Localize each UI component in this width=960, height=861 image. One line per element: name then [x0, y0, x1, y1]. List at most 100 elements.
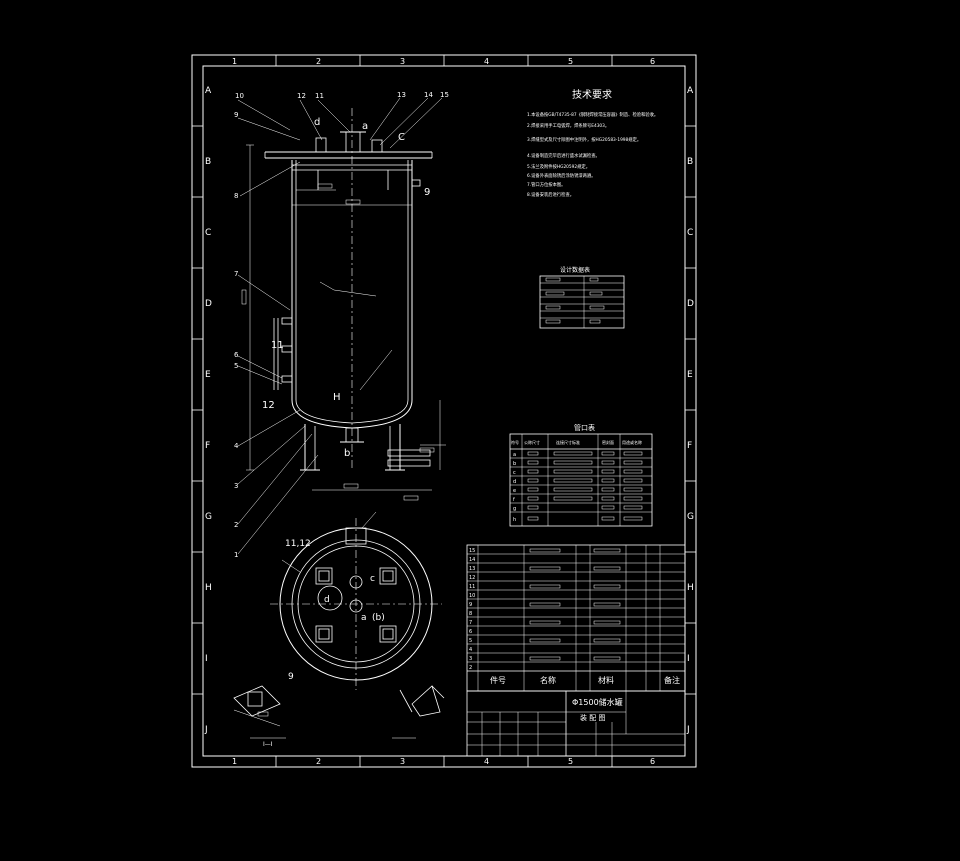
part-leader-label: 15 — [440, 91, 449, 99]
plan-leader-label: c — [370, 574, 375, 584]
row-label-right: H — [687, 583, 694, 593]
design-data-table — [539, 275, 625, 329]
row-label-right: C — [687, 228, 693, 238]
plan-leader-label: (b) — [372, 613, 385, 623]
bom-part-number: 13 — [469, 566, 475, 572]
bom-header: 材料 — [598, 675, 614, 685]
nozzle-leader-label: b — [344, 448, 350, 459]
detail-view-section — [233, 685, 286, 739]
row-label-left: J — [204, 725, 208, 735]
row-label-left: F — [205, 441, 210, 451]
row-label-left: B — [205, 157, 211, 167]
part-leader-label: 8 — [234, 192, 238, 200]
row-label-left: A — [205, 86, 212, 96]
col-label-top: 2 — [316, 57, 321, 66]
row-label-right: A — [687, 86, 694, 96]
part-leader-label: 13 — [397, 91, 406, 99]
col-label-bottom: 4 — [484, 757, 489, 766]
nozzle-leader-label: 11 — [271, 340, 284, 351]
col-label-bottom: 2 — [316, 757, 321, 766]
part-leader-label: 9 — [234, 111, 238, 119]
nozzle-table — [509, 433, 653, 527]
title-block-name: Φ1500储水罐 — [572, 697, 623, 707]
nozzle-header: 符号 — [511, 439, 519, 445]
part-leader-label: 1 — [234, 551, 238, 559]
title-block — [466, 690, 686, 757]
col-label-top: 3 — [400, 57, 405, 66]
part-leader-label: 5 — [234, 362, 238, 370]
bom-part-number: 10 — [469, 593, 475, 599]
nozzle-symbol: b — [513, 461, 516, 467]
bom-cells — [529, 548, 621, 661]
nozzle-header: 密封面 — [602, 439, 614, 445]
nozzle-leader-label: H — [333, 392, 341, 403]
row-label-right: F — [687, 441, 692, 451]
bom-part-number: 14 — [469, 557, 475, 563]
nozzle-symbol: g — [513, 506, 516, 512]
zone-ticks — [192, 55, 696, 767]
part-leader-label: 11 — [315, 92, 324, 100]
technical-note: 6.设备外表面除锈后涂防锈漆两遍。 — [527, 172, 596, 179]
nozzle-table-title: 管口表 — [574, 423, 595, 432]
bom-part-number: 7 — [469, 620, 472, 626]
plan-leader-label: 11,12 — [285, 539, 311, 549]
bom-part-number: 2 — [469, 665, 472, 671]
nozzle-leader-label: 12 — [262, 400, 275, 411]
col-label-bottom: 1 — [232, 757, 237, 766]
col-label-top: 4 — [484, 57, 489, 66]
tank-plan-view — [270, 511, 442, 690]
col-label-top: 1 — [232, 57, 237, 66]
technical-note: 1.本设备按GB/T4735-87《钢制焊接常压容器》制造、检验和验收。 — [527, 111, 658, 118]
bom-header: 备注 — [664, 675, 680, 685]
row-label-right: D — [687, 299, 694, 309]
technical-note: 4.设备制造完毕后进行盛水试漏检查。 — [527, 152, 600, 159]
nozzle-symbol: e — [513, 488, 516, 494]
col-label-top: 6 — [650, 57, 655, 66]
technical-requirements-title: 技术要求 — [572, 88, 612, 101]
part-leader-label: 4 — [234, 442, 239, 450]
row-label-left: I — [205, 654, 208, 664]
bom-header: 名称 — [540, 675, 556, 685]
bom-part-number: 5 — [469, 638, 472, 644]
detail-view-weld — [392, 685, 445, 739]
nozzle-symbol: a — [513, 452, 516, 458]
bom-header: 件号 — [490, 675, 506, 685]
bom-part-number: 11 — [469, 584, 475, 590]
technical-note: 2.焊接采用手工电弧焊，焊条牌号E4303。 — [527, 122, 609, 129]
bom-part-number: 6 — [469, 629, 472, 635]
outer-frame — [191, 54, 697, 768]
technical-notes: 1.本设备按GB/T4735-87《钢制焊接常压容器》制造、检验和验收。 2.焊… — [527, 111, 658, 198]
plan-leader-label: d — [324, 595, 330, 605]
row-label-right: J — [686, 725, 690, 735]
nozzle-leader-label: d — [314, 117, 320, 128]
row-label-right: B — [687, 157, 693, 167]
part-leader-label: 7 — [234, 270, 238, 278]
bill-of-materials — [466, 544, 686, 692]
part-leader-label: 3 — [234, 482, 238, 490]
nozzle-table-cells — [527, 451, 643, 521]
row-label-left: H — [205, 583, 212, 593]
bom-part-number: 12 — [469, 575, 475, 581]
col-label-bottom: 6 — [650, 757, 655, 766]
part-leader-label: 6 — [234, 351, 239, 359]
row-label-left: D — [205, 299, 212, 309]
row-label-right: G — [687, 512, 694, 522]
bom-part-number: 15 — [469, 548, 475, 554]
part-leader-label: 2 — [234, 521, 238, 529]
nozzle-symbol: d — [513, 479, 516, 485]
col-label-bottom: 3 — [400, 757, 405, 766]
nozzle-header: 用途或名称 — [622, 439, 642, 445]
section-label: I—I — [263, 741, 273, 748]
row-label-left: E — [205, 370, 211, 380]
part-leader-label: 10 — [235, 92, 244, 100]
bom-part-number: 9 — [469, 602, 472, 608]
bom-part-number: 3 — [469, 656, 472, 662]
tank-elevation-view — [237, 97, 446, 555]
design-table-title: 设计数据表 — [560, 266, 590, 274]
part-leader-label: 14 — [424, 91, 433, 99]
nozzle-symbol: f — [513, 497, 515, 503]
col-label-top: 5 — [568, 57, 573, 66]
nozzle-leader-label: C — [398, 132, 405, 143]
nozzle-header: 连接尺寸标准 — [556, 439, 580, 445]
